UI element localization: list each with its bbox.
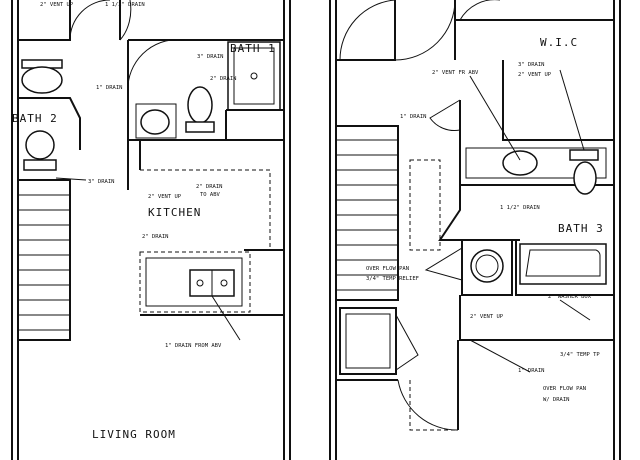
top-door-swing — [339, 0, 396, 61]
room-label-living-room: LIVING ROOM — [92, 428, 176, 441]
note-temp-tp: 3/4" TEMP TP — [560, 352, 600, 358]
note-drain-sink: 1" DRAIN FROM ABV — [165, 343, 222, 349]
bath3-tub-inner — [525, 249, 601, 277]
room-label-bath2: BATH 2 — [12, 112, 58, 125]
lower-wall — [459, 295, 614, 341]
closet-outline — [409, 159, 441, 251]
leader-line — [469, 75, 521, 161]
wic-lower-wall — [502, 60, 614, 141]
note-washer-box: 2" WASHER BOX — [548, 294, 592, 300]
bath1-lavatory — [140, 109, 170, 135]
note-drain-right-c: 1 1/2" DRAIN — [500, 205, 540, 211]
note-w-drain: W/ DRAIN — [543, 397, 570, 403]
bath1-shower-drain — [250, 72, 258, 80]
bath1-shower-pan — [233, 47, 275, 105]
room-label-kitchen: KITCHEN — [148, 206, 201, 219]
note-drain-a: 3" DRAIN — [197, 54, 224, 60]
right-stairs — [336, 125, 399, 301]
kitchen-counter-outline — [139, 251, 251, 313]
room-label-bath3: BATH 3 — [558, 222, 604, 235]
top-closet-door — [69, 0, 111, 41]
bath3-wall — [515, 240, 614, 296]
left-unit: BATH 2 3" DRAIN BATH 1 3 — [11, 0, 291, 460]
vanity-lavatory — [502, 150, 538, 176]
washer-dryer — [339, 307, 397, 375]
note-vent-right-b: 2" VENT UP — [518, 72, 552, 78]
note-drain-right-b: 1" DRAIN — [400, 114, 427, 120]
bath1-vanity — [135, 103, 177, 139]
note-overflow-pan: OVER FLOW PAN — [543, 386, 586, 392]
note-temp-relief: 3/4" TEMP RELIEF — [366, 276, 419, 282]
leader-line — [469, 339, 531, 373]
bottom-walls — [336, 340, 459, 430]
bottom-dash — [409, 380, 458, 431]
bath1-toilet — [187, 86, 213, 124]
bath1-shower — [227, 41, 281, 111]
sink-drain-right — [220, 279, 228, 287]
left-stairs — [18, 179, 71, 341]
note-vent-right-a: 2" VENT FR ABV — [432, 70, 479, 76]
sink-drain-left — [196, 279, 204, 287]
bath3-tub — [519, 243, 607, 285]
closet-door-swing — [424, 247, 463, 281]
washer-dryer-inner — [345, 313, 391, 369]
note-vent-top: 2" VENT UP — [40, 2, 74, 8]
bath2-toilet-bowl — [21, 66, 63, 94]
note-drain-right-d: 1" DRAIN — [518, 368, 545, 374]
note-drain-c: 1" DRAIN — [96, 85, 123, 91]
room-label-wic: W.I.C — [540, 36, 578, 49]
leader-line — [559, 69, 585, 151]
kitchen-cabinet-outline — [140, 169, 271, 250]
wic-door — [459, 0, 500, 21]
toilet-tank — [569, 149, 599, 161]
note-drain-bath2: 3" DRAIN — [88, 179, 115, 185]
note-vent-kitchen: 2" VENT UP — [148, 194, 182, 200]
bath1-door — [127, 38, 186, 86]
note-drain-top: 1 1/2" DRAIN — [105, 2, 145, 8]
note-vent-right-c: 2" VENT UP — [470, 314, 504, 320]
leader-line — [559, 299, 591, 321]
note-drain-kitchen-b: 2" DRAIN — [196, 184, 223, 190]
note-drain-kitchen-a: 2" DRAIN — [142, 234, 169, 240]
bath1-toilet-tank — [185, 121, 215, 133]
right-unit: W.I.C 2" VENT FR ABV 3" DRAIN 2" VENT UP… — [329, 0, 621, 460]
top-door-swing-2 — [394, 0, 456, 61]
bath2-vanity — [23, 159, 57, 171]
wic-wall — [454, 0, 614, 60]
laundry-door — [395, 314, 419, 371]
hall-door-swing — [429, 99, 461, 131]
water-heater-closet — [461, 239, 513, 296]
top-entry-wall — [336, 0, 396, 61]
bath2-lavatory — [25, 130, 55, 160]
water-heater-inner — [475, 254, 499, 278]
note-vent-kitchen-b: TO ABV — [200, 192, 221, 198]
vanity-counter — [465, 147, 607, 179]
bath1-shower-wall — [225, 109, 284, 140]
note-drain-right-a: 3" DRAIN — [518, 62, 545, 68]
hall-angled-wall — [438, 185, 520, 241]
door-swing — [119, 0, 132, 41]
toilet-bowl — [573, 161, 597, 195]
leader-line-sink — [211, 295, 241, 341]
kitchen-counter — [145, 257, 243, 307]
note-drain-b: 2" DRAIN — [210, 76, 237, 82]
note-overflow-a: OVER FLOW PAN — [366, 266, 409, 272]
bottom-door-swing — [397, 379, 459, 431]
room-label-bath1: BATH 1 — [230, 42, 276, 55]
bath2-wall — [18, 97, 81, 150]
